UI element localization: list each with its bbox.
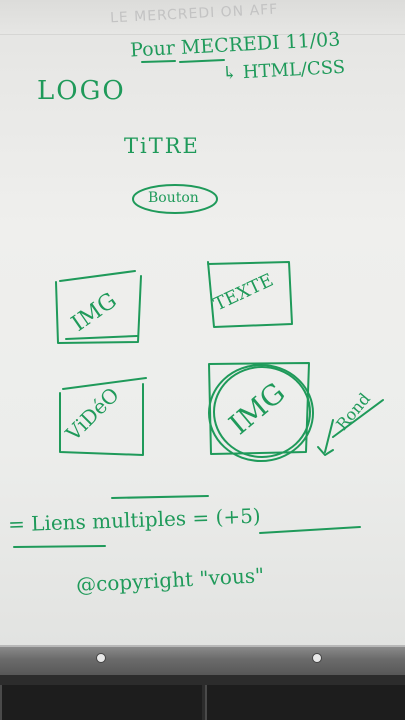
round-box-circle [208, 364, 314, 462]
tray-bolt-right [312, 653, 322, 663]
links-tail-line [259, 526, 361, 534]
sketch-drawing [13, 59, 384, 548]
title-label: TiTRE [124, 134, 200, 158]
flipchart-page-edge [0, 0, 405, 35]
img-box-top [59, 270, 136, 282]
texte-box-outline [207, 261, 293, 328]
logo-label: LOGO [37, 76, 126, 106]
rond-arrow [324, 419, 334, 453]
img-box-outline [55, 275, 142, 344]
pour-underline [141, 60, 176, 63]
easel-base [0, 675, 405, 720]
easel-panel [205, 685, 405, 720]
video-box-outline [59, 383, 144, 456]
video-box-top [62, 377, 147, 390]
links-underline [13, 545, 106, 548]
easel-panel [0, 685, 202, 720]
button-oval [132, 184, 218, 214]
rond-underline [332, 399, 384, 438]
tray-bolt-left [96, 653, 106, 663]
links-overline [111, 495, 209, 499]
round-box-circle-2 [213, 366, 311, 458]
rond-arrow-head [317, 446, 334, 456]
button-label: Bouton [148, 190, 199, 206]
whiteboard: LE MERCREDI ON AFF Pour MECREDI 11/03 ↳ … [0, 0, 405, 645]
mecredi-underline [179, 59, 225, 63]
marker-tray [0, 645, 405, 677]
img-box-inner [65, 335, 138, 340]
